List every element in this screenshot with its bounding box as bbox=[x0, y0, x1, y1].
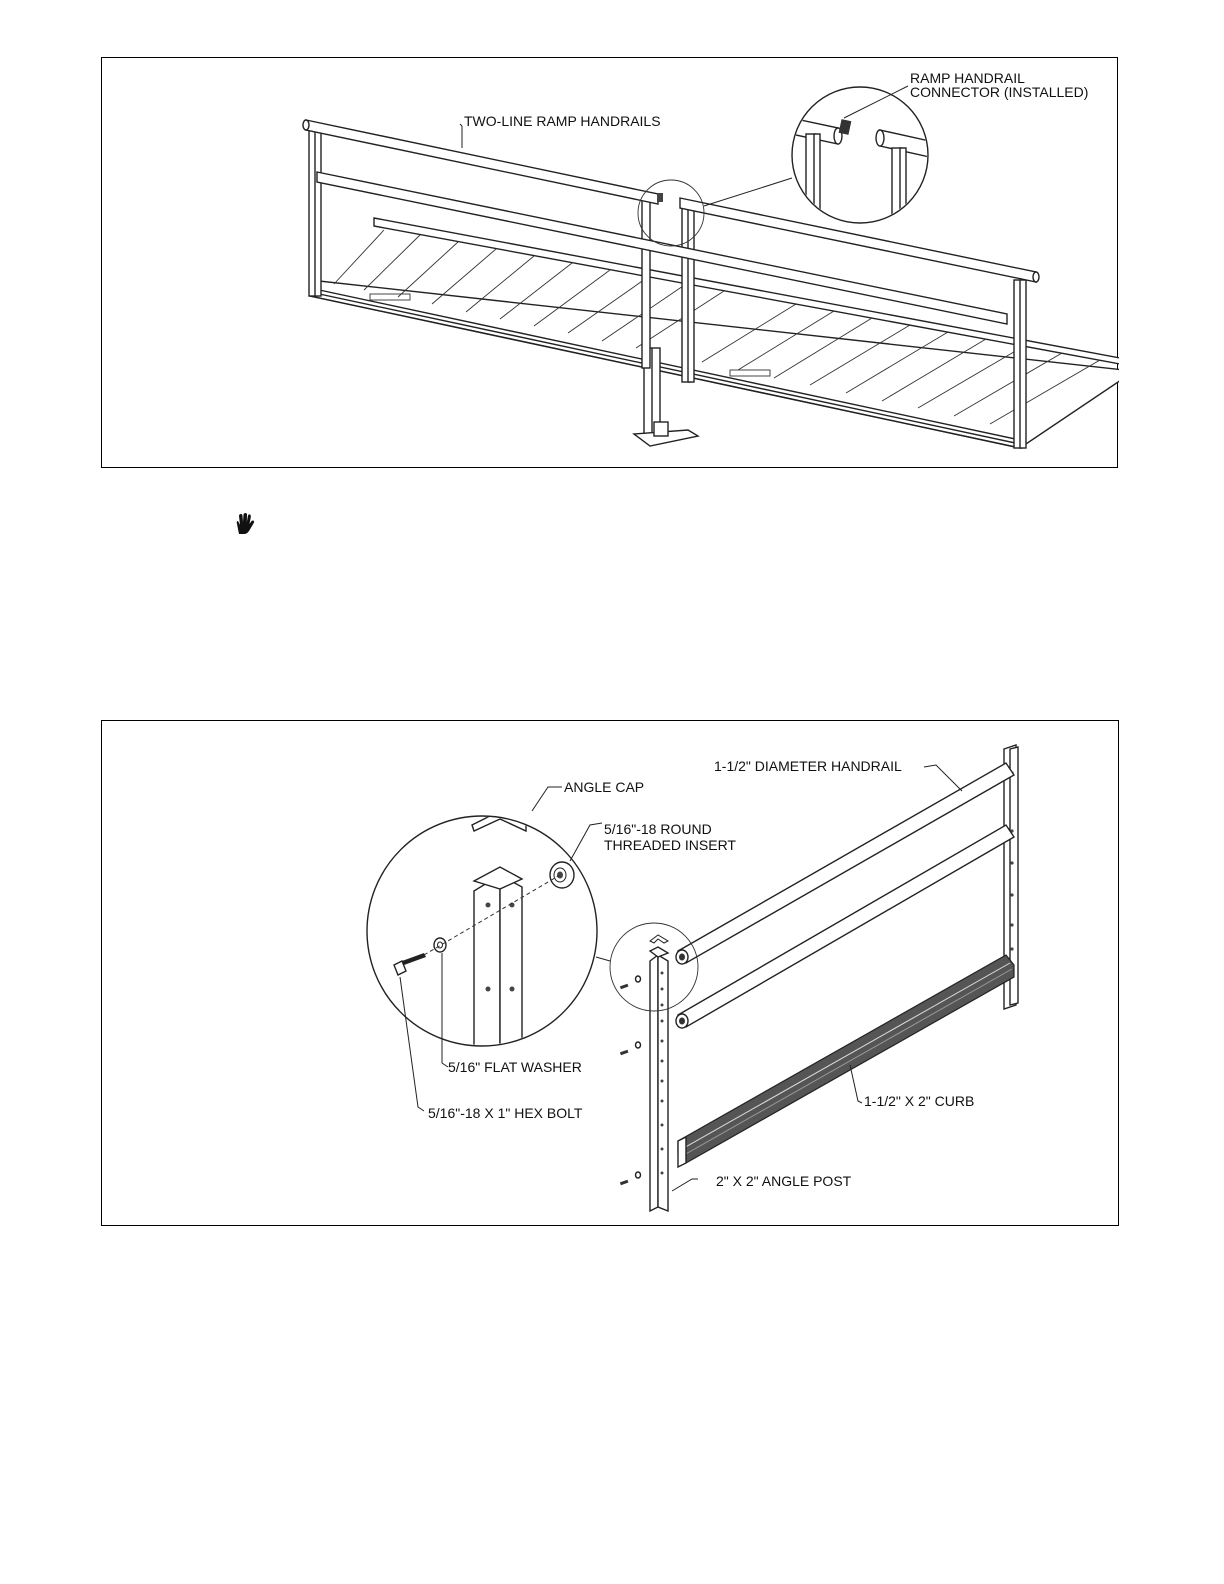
label-diameter-handrail: 1-1/2" DIAMETER HANDRAIL bbox=[714, 758, 902, 774]
handrail-assembly-figure: ANGLE CAP 5/16"-18 ROUND THREADED INSERT… bbox=[101, 720, 1119, 1226]
label-curb: 1-1/2" X 2" CURB bbox=[864, 1093, 974, 1109]
label-angle-post: 2" X 2" ANGLE POST bbox=[716, 1173, 852, 1189]
label-hex-bolt: 5/16"-18 X 1" HEX BOLT bbox=[428, 1105, 583, 1121]
label-angle-cap: ANGLE CAP bbox=[564, 779, 644, 795]
ramp-handrail-figure: TWO-LINE RAMP HANDRAILS RAMP HANDRAIL CO… bbox=[101, 57, 1118, 468]
figure1-labels: TWO-LINE RAMP HANDRAILS RAMP HANDRAIL CO… bbox=[460, 70, 1088, 148]
ramp-drawing: TWO-LINE RAMP HANDRAILS RAMP HANDRAIL CO… bbox=[102, 58, 1119, 469]
near-angle-post bbox=[620, 935, 668, 1211]
label-flat-washer: 5/16" FLAT WASHER bbox=[448, 1059, 582, 1075]
hand-icon bbox=[234, 512, 256, 536]
label-connector-line2: CONNECTOR (INSTALLED) bbox=[910, 84, 1088, 100]
label-insert-line1: 5/16"-18 ROUND bbox=[604, 821, 712, 837]
ramp-deck bbox=[310, 218, 1119, 448]
fastener-magnified-detail bbox=[367, 811, 597, 1067]
label-insert-line2: THREADED INSERT bbox=[604, 837, 736, 853]
label-two-line-ramp-handrails: TWO-LINE RAMP HANDRAILS bbox=[464, 113, 661, 129]
assembly-drawing: ANGLE CAP 5/16"-18 ROUND THREADED INSERT… bbox=[102, 721, 1120, 1227]
